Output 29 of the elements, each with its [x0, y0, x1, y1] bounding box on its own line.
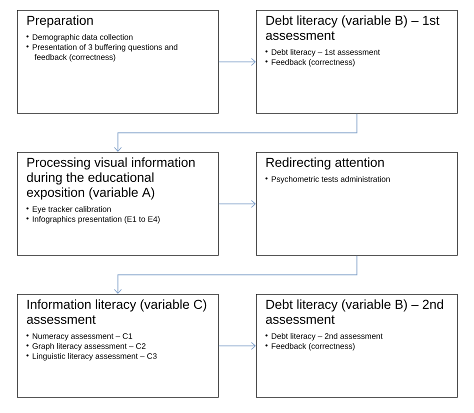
step-box [17, 152, 219, 256]
bullet-item: Graph literacy assessment – C2 [26, 343, 146, 350]
bullet-item: Feedback (correctness) [265, 59, 355, 66]
arrow [114, 255, 358, 294]
bullet-item: Feedback (correctness) [265, 343, 355, 350]
bullet-item: Presentation of 3 buffering questions and feedback (correctness) [26, 44, 178, 62]
bullet-item: Demographic data collection [26, 34, 132, 42]
step-box [256, 10, 458, 114]
bullet-item: Debt literacy – 1st assessment [265, 49, 380, 56]
step-box [256, 294, 458, 398]
step-box [17, 294, 219, 398]
bullet-item: Infographics presentation (E1 to E4) [26, 216, 160, 224]
bullet-item: Eye tracker calibration [26, 206, 111, 214]
heading: Preparation [27, 15, 93, 28]
arrow [218, 58, 256, 66]
heading: Information literacy (variable C) assessment [26, 299, 206, 324]
heading: Debt literacy (variable B) – 1st assessment [266, 15, 440, 40]
arrow [114, 113, 358, 152]
arrow [218, 200, 256, 208]
bullet-item: Linguistic literacy assessment – C3 [26, 353, 157, 360]
step-box [256, 152, 458, 256]
step-box [17, 10, 219, 114]
bullet-item: Debt literacy – 2nd assessment [265, 333, 383, 340]
heading: Processing visual information during the educational exposition (variable A) [26, 157, 195, 200]
bullet-item: Psychometric tests administration [265, 176, 390, 184]
arrow [218, 342, 256, 350]
bullet-item: Numeracy assessment – C1 [26, 333, 132, 340]
heading: Debt literacy (variable B) – 2nd assessment [266, 299, 443, 324]
heading: Redirecting attention [266, 157, 384, 170]
